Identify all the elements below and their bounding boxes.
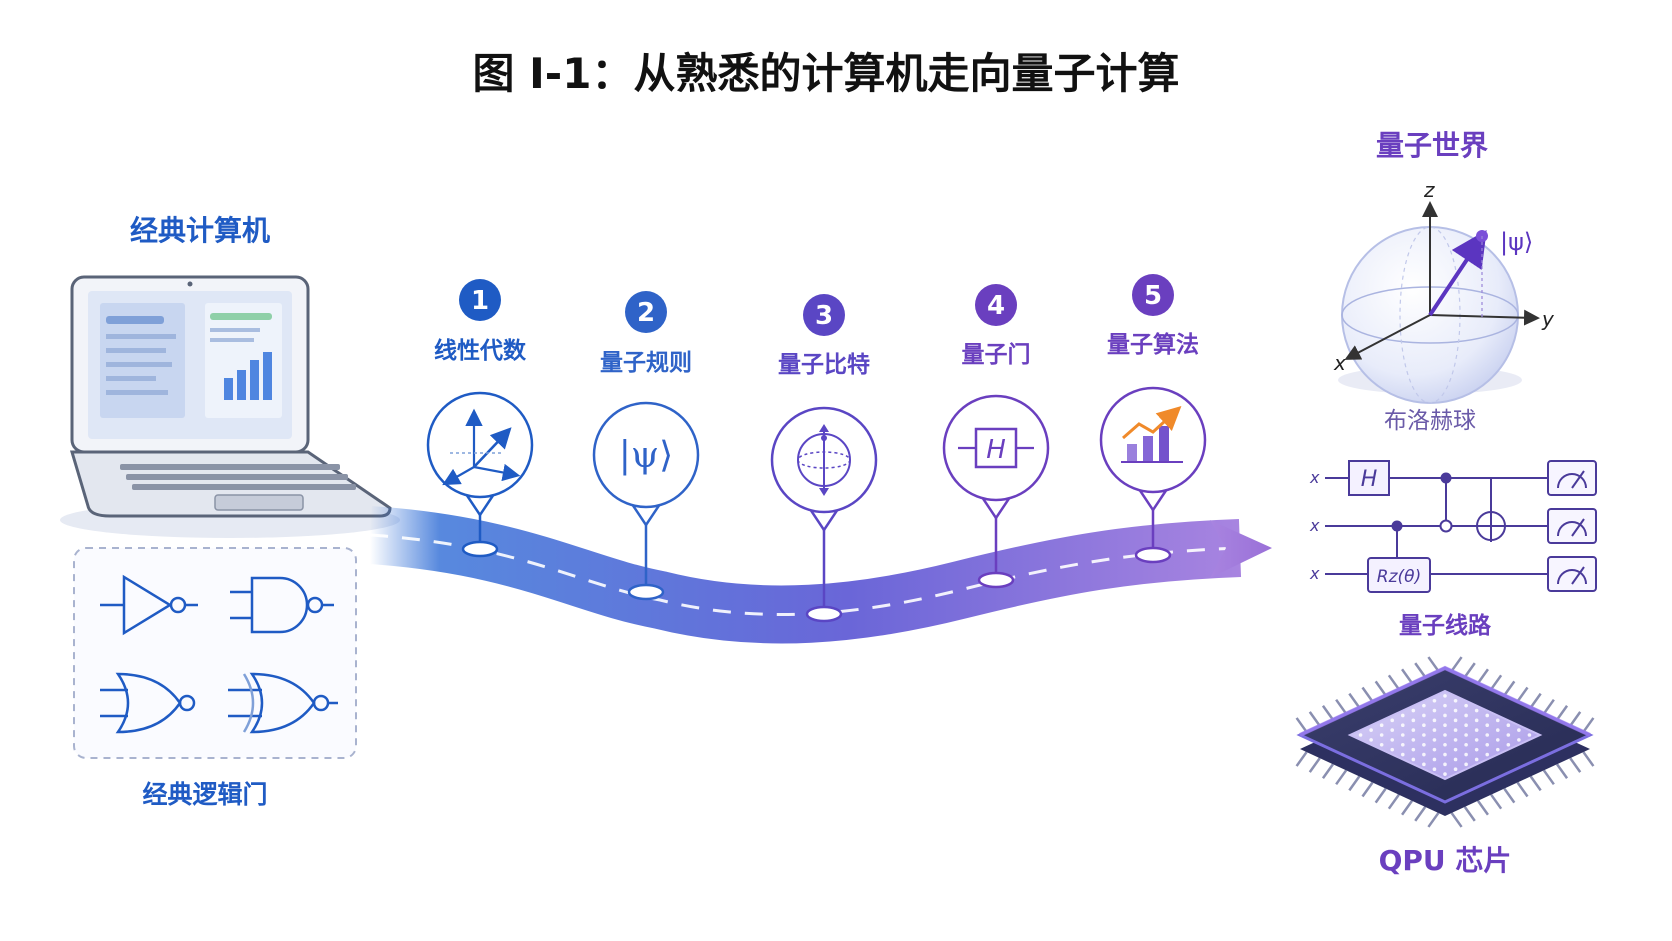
step-2: 2 量子规则 |ψ⟩ (592, 291, 700, 601)
step-label: 量子规则 (600, 350, 692, 376)
measure-meter-icon (1547, 556, 1597, 592)
bloch-axis-z: z (1423, 178, 1435, 202)
ket-psi-icon: |ψ⟩ (619, 435, 673, 476)
step-label: 线性代数 (434, 337, 527, 364)
bloch-state-label: |ψ⟩ (1500, 228, 1533, 256)
pin-circle (592, 401, 700, 509)
step-label: 量子门 (962, 341, 1031, 368)
svg-text:H: H (986, 435, 1006, 465)
wire-label-1: x (1309, 468, 1320, 487)
nand-gate-icon (230, 576, 334, 634)
step-number-badge (459, 279, 501, 321)
logic-gates-caption: 经典逻辑门 (142, 780, 267, 809)
svg-text:|ψ⟩: |ψ⟩ (619, 435, 673, 476)
step-number-badge (803, 294, 845, 336)
vector-axes-icon (442, 408, 521, 486)
step-3: 3 量子比特 (770, 294, 878, 623)
quantum-heading: 量子世界 (1376, 129, 1488, 162)
growth-chart-icon (1121, 405, 1183, 463)
circuit-h-gate (1348, 460, 1390, 496)
pin-base (1134, 546, 1172, 564)
logic-gates-panel (73, 547, 357, 759)
h-gate-icon: H (958, 427, 1034, 469)
qpu-chip-caption: QPU 芯片 (1379, 844, 1512, 877)
step-number: 3 (815, 301, 833, 331)
pin-base (461, 540, 499, 558)
bloch-caption: 布洛赫球 (1384, 408, 1476, 434)
qubit-sphere-icon (797, 424, 851, 496)
step-1: 1 线性代数 (426, 279, 534, 558)
qpu-chip-icon (1295, 656, 1595, 828)
bloch-sphere: z y x |ψ⟩ (1333, 178, 1555, 404)
pin-base (627, 583, 665, 601)
step-label: 量子算法 (1107, 331, 1199, 358)
page-title: 图 I-1：从熟悉的计算机走向量子计算 (473, 49, 1180, 98)
circuit-rz-gate (1367, 557, 1431, 593)
circuit-caption: 量子线路 (1399, 612, 1492, 639)
xnor-gate-icon (228, 672, 338, 734)
step-number: 4 (987, 291, 1005, 321)
pin-base (805, 605, 843, 623)
step-number: 2 (637, 298, 655, 328)
control-dot-1 (1440, 472, 1452, 484)
pin-circle (426, 391, 534, 499)
control-dot-open (1439, 519, 1453, 533)
control-dot-2 (1391, 520, 1403, 532)
circuit-rz-gate-label: Rz(θ) (1377, 567, 1421, 587)
step-number-badge (625, 291, 667, 333)
step-4: 4 量子门 H (942, 284, 1050, 589)
wire-label-3: x (1309, 564, 1320, 583)
bloch-axis-y: y (1541, 307, 1555, 331)
step-number: 5 (1144, 281, 1162, 311)
pin-base (977, 571, 1015, 589)
nor-gate-icon (100, 672, 196, 734)
step-5: 5 量子算法 (1099, 274, 1207, 564)
learning-path-road (368, 506, 1272, 644)
step-label: 量子比特 (778, 352, 870, 378)
classical-heading: 经典计算机 (130, 214, 270, 247)
circuit-h-gate-label: H (1361, 467, 1378, 492)
wire-label-2: x (1309, 516, 1320, 535)
laptop-illustration (60, 275, 400, 538)
not-gate-icon (100, 574, 198, 636)
bloch-axis-x: x (1333, 351, 1346, 375)
measure-meter-icon (1547, 460, 1597, 496)
circuit-wire-labels: x x x (1309, 468, 1320, 583)
measure-meter-icon (1547, 508, 1597, 544)
measurement-meters (1547, 460, 1597, 592)
road-arrow-head (1210, 520, 1272, 578)
cnot-target-icon (1476, 511, 1506, 541)
step-number-badge (975, 284, 1017, 326)
step-number-badge (1132, 274, 1174, 316)
step-number: 1 (471, 286, 489, 316)
